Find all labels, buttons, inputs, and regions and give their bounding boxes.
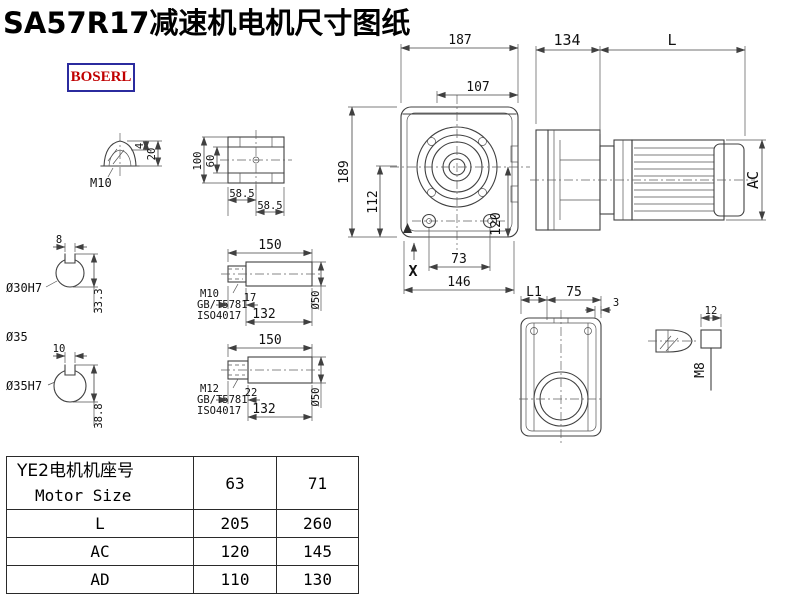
table-header-size-63: 63: [193, 456, 277, 510]
label-s35-iso: ISO4017: [197, 405, 241, 417]
label-m8-thread: M8: [693, 362, 708, 378]
brand-logo: BOSERL: [67, 63, 135, 92]
dim-top-60: 60: [205, 155, 217, 168]
dim-s30-132: 132: [252, 307, 275, 322]
dim-front-120: 120: [489, 212, 504, 235]
shaft30-section-view: 8 Ø30H7 33.3 Ø35: [6, 234, 105, 344]
gearbox-top-view: 100 60 58.5 58.5: [192, 130, 292, 216]
label-s35-thread: M12: [200, 383, 219, 395]
label-s30-thread: M10: [200, 288, 219, 300]
table-row-L: L 205 260: [6, 509, 359, 538]
dim-s35-132: 132: [252, 402, 275, 417]
row-AD-value-63: 110: [193, 565, 277, 594]
dim-key8: 8: [56, 234, 62, 246]
row-AD-label: AD: [6, 565, 194, 594]
dim-front-73: 73: [451, 252, 467, 267]
surface-finish-mark: [403, 223, 412, 233]
shaft35-side-view: 150 M12 GB/T5781 ISO4017 22 132 Ø50: [197, 333, 326, 421]
label-dia35: Ø35: [6, 330, 28, 344]
dim-key10: 10: [53, 343, 66, 355]
dim-front-107: 107: [466, 80, 489, 95]
dim-plug-4: 4: [134, 143, 146, 149]
motor-side-view: 134 L AC: [530, 31, 766, 231]
flange-bottom-view: L1 75 3: [519, 285, 619, 444]
label-s30-iso: ISO4017: [197, 310, 241, 322]
row-L-value-63: 205: [193, 509, 277, 538]
table-header-size-71: 71: [276, 456, 359, 510]
row-AC-label: AC: [6, 537, 194, 566]
page-title: SA57R17减速机电机尺寸图纸: [3, 6, 411, 40]
dim-s30-50: Ø50: [310, 291, 322, 310]
label-bore-35h7: Ø35H7: [6, 379, 42, 393]
dim-front-146: 146: [447, 275, 470, 290]
row-AD-value-71: 130: [276, 565, 359, 594]
dim-s35-50: Ø50: [310, 388, 322, 407]
dim-top-585a: 58.5: [229, 188, 254, 200]
dim-flange-3: 3: [613, 297, 619, 309]
row-AC-value-63: 120: [193, 537, 277, 566]
dim-key333: 33.3: [93, 288, 105, 313]
label-x-mark: X: [408, 262, 417, 280]
dim-flange-75: 75: [566, 285, 582, 300]
dim-s35-22: 22: [245, 387, 258, 399]
gearbox-front-view: 187 107 189 112 120 73 146 X: [337, 33, 530, 294]
label-plug-thread: M10: [90, 176, 112, 190]
row-AC-value-71: 145: [276, 537, 359, 566]
dim-plug-20: 20: [146, 148, 158, 161]
dim-side-L: L: [667, 31, 676, 49]
shaft35-section-view: 10 Ø35H7 38.8: [6, 343, 105, 429]
dim-side-AC: AC: [744, 171, 762, 189]
dim-s30-17: 17: [244, 292, 257, 304]
dim-front-187: 187: [448, 33, 471, 48]
row-L-label: L: [6, 509, 194, 538]
label-bore-30h7: Ø30H7: [6, 281, 42, 295]
dim-top-100: 100: [192, 152, 204, 171]
dim-m8-12: 12: [705, 305, 718, 317]
shaft30-side-view: 150 M10 GB/T5781 ISO4017 17 132 Ø50: [197, 238, 326, 326]
bolt-m8-view: 12 M8: [648, 305, 722, 391]
dim-front-112: 112: [366, 190, 381, 213]
motor-size-table: YE2电机机座号 Motor Size 63 71 L 205 260 AC 1…: [6, 456, 359, 594]
dim-front-189: 189: [337, 160, 352, 183]
dim-flange-L1: L1: [526, 285, 542, 300]
dim-top-585b: 58.5: [257, 200, 282, 212]
table-header-cn: YE2电机机座号: [17, 461, 134, 481]
dim-key388: 38.8: [93, 403, 105, 428]
table-header-en: Motor Size: [35, 486, 132, 505]
row-L-value-71: 260: [276, 509, 359, 538]
plug-m10-view: M10 4 20: [90, 133, 162, 190]
table-row-AD: AD 110 130: [6, 565, 359, 594]
dim-s30-150: 150: [258, 238, 281, 253]
table-row-AC: AC 120 145: [6, 537, 359, 566]
dim-s35-150: 150: [258, 333, 281, 348]
dim-side-134: 134: [553, 31, 580, 49]
table-header-row: YE2电机机座号 Motor Size 63 71: [6, 456, 359, 510]
table-header-label-cell: YE2电机机座号 Motor Size: [6, 456, 194, 510]
